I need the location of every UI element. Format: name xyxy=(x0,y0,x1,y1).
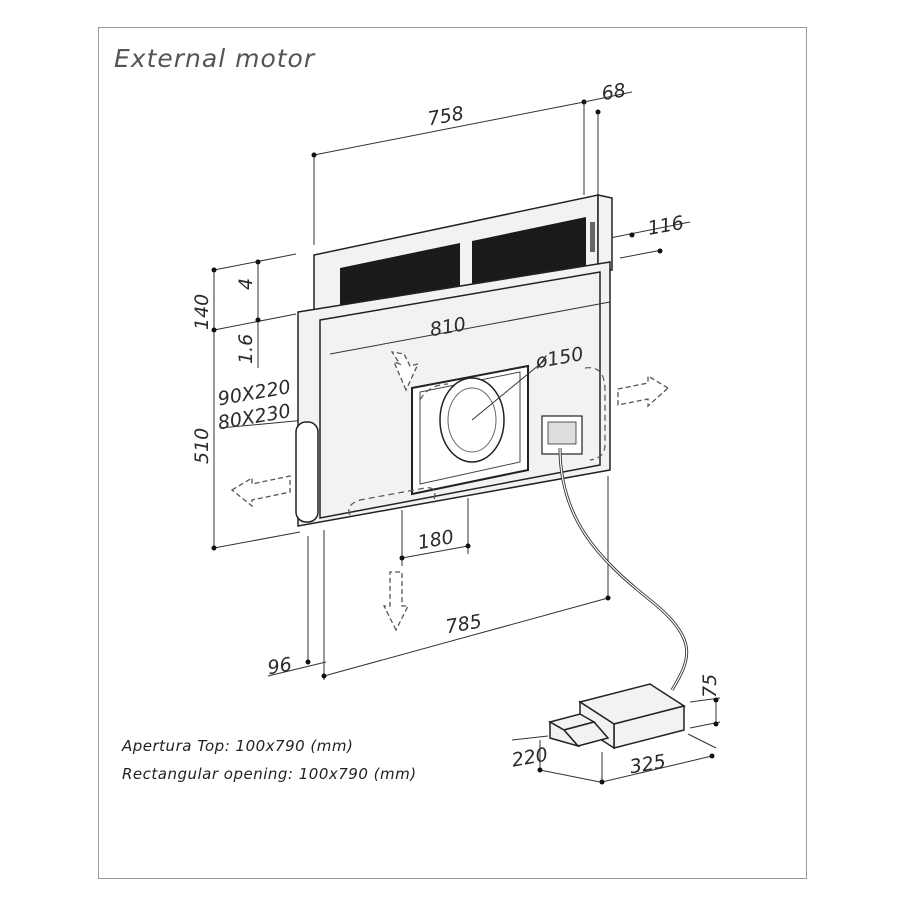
drawing-frame xyxy=(98,27,807,879)
svg-text:68: 68 xyxy=(600,79,628,105)
dimension-side-depth: 116 xyxy=(599,212,691,259)
side-opening-leader xyxy=(219,419,307,429)
motor-cable xyxy=(558,447,689,691)
svg-text:140: 140 xyxy=(191,294,213,330)
note-line-2: Rectangular opening: 100x790 (mm) xyxy=(122,765,417,783)
dimension-bottom-depth: 96 xyxy=(266,536,327,679)
note-line-1: Apertura Top: 100x790 (mm) xyxy=(121,737,353,755)
svg-text:220: 220 xyxy=(510,744,550,772)
hood-body xyxy=(295,194,613,527)
dimension-bottom-width: 785 xyxy=(321,476,611,680)
svg-text:116: 116 xyxy=(646,212,686,240)
svg-text:510: 510 xyxy=(191,428,213,464)
dimension-bottom-opening: 180 xyxy=(399,498,471,566)
svg-text:75: 75 xyxy=(699,674,721,698)
svg-text:96: 96 xyxy=(266,653,294,679)
drawing-title: External motor xyxy=(114,44,316,73)
dimension-left-heights: 140 4 1.6 510 xyxy=(191,253,301,551)
airflow-arrows xyxy=(230,351,670,632)
dimension-depth-top: 68 xyxy=(583,79,633,195)
svg-text:4: 4 xyxy=(235,278,257,290)
dimension-width-top: 758 xyxy=(311,99,587,245)
svg-text:1.6: 1.6 xyxy=(235,334,257,364)
inner-width-line xyxy=(329,301,611,355)
external-motor-box xyxy=(548,683,686,750)
svg-text:325: 325 xyxy=(628,750,668,778)
